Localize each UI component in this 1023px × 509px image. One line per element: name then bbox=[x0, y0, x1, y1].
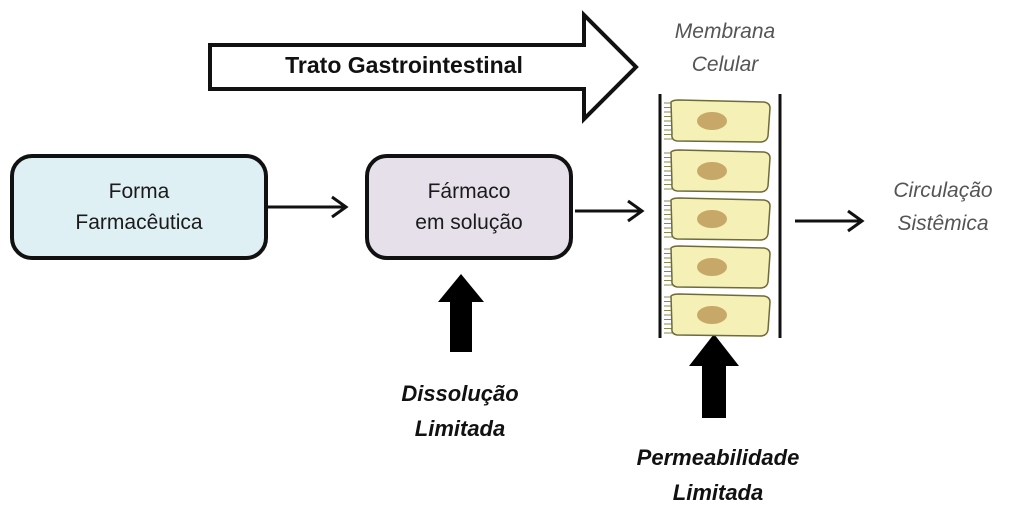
circulation-line1: Circulação bbox=[893, 179, 993, 202]
farmaco-line1: Fármaco bbox=[427, 179, 511, 203]
membrane-cell bbox=[664, 197, 771, 241]
circulation-label: Circulação Sistêmica bbox=[858, 175, 1023, 240]
circulation-line2: Sistêmica bbox=[897, 211, 989, 235]
membrane-line2: Celular bbox=[691, 52, 759, 76]
arrow-membrane-to-circulation bbox=[795, 209, 865, 233]
permeability-up-arrow bbox=[689, 334, 739, 418]
farmaco-line2: em solução bbox=[415, 211, 523, 234]
membrane-line1: Membrana bbox=[674, 20, 776, 43]
membrane-cell bbox=[664, 99, 771, 143]
permeability-line1: Permeabilidade bbox=[636, 445, 800, 470]
cell-nucleus bbox=[697, 306, 727, 324]
membrane-label: Membrana Celular bbox=[655, 16, 795, 81]
forma-line2: Farmacêutica bbox=[75, 211, 203, 234]
arrow-farmaco-to-membrane bbox=[575, 199, 645, 223]
dissolution-line1: Dissolução bbox=[401, 381, 519, 406]
cell-nucleus bbox=[697, 258, 727, 276]
gi-tract-label: Trato Gastrointestinal bbox=[285, 52, 523, 78]
membrane-cell bbox=[664, 293, 771, 337]
gi-tract-arrow bbox=[208, 10, 639, 124]
dissolution-up-arrow-shape bbox=[438, 274, 484, 352]
permeability-label: Permeabilidade Limitada bbox=[608, 440, 828, 509]
cell-nucleus bbox=[697, 210, 727, 228]
permeability-line2: Limitada bbox=[672, 480, 764, 506]
farmaco-em-solucao-box: Fármaco em solução bbox=[365, 154, 573, 260]
cell-nucleus bbox=[697, 162, 727, 180]
forma-farmaceutica-box: Forma Farmacêutica bbox=[10, 154, 268, 260]
forma-line1: Forma bbox=[108, 179, 170, 203]
dissolution-line2: Limitada bbox=[414, 416, 506, 442]
membrane-cells bbox=[664, 99, 771, 337]
dissolution-label: Dissolução Limitada bbox=[380, 376, 540, 446]
cell-nucleus bbox=[697, 112, 727, 130]
arrow-forma-to-farmaco bbox=[268, 195, 349, 219]
membrane-cell bbox=[664, 245, 771, 289]
membrane-cell bbox=[664, 149, 771, 193]
